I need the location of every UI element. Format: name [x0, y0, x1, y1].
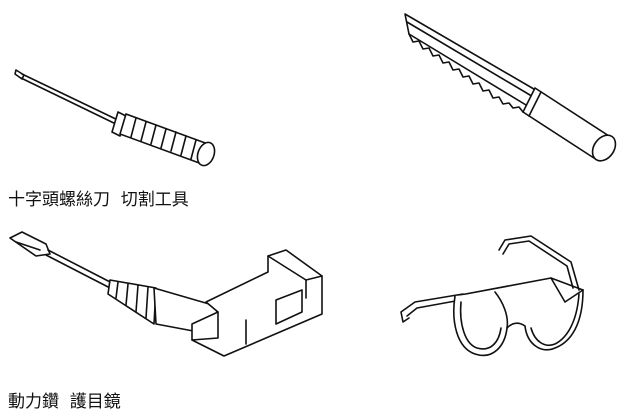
- saw-icon: [404, 13, 617, 162]
- safety-goggles-icon: [400, 235, 584, 357]
- caption-row-1: 十字頭螺絲刀 切割工具: [8, 190, 189, 210]
- power-drill-icon: [9, 231, 323, 357]
- caption-row-2: 動力鑽 護目鏡: [8, 392, 121, 412]
- screwdriver-icon: [14, 69, 216, 167]
